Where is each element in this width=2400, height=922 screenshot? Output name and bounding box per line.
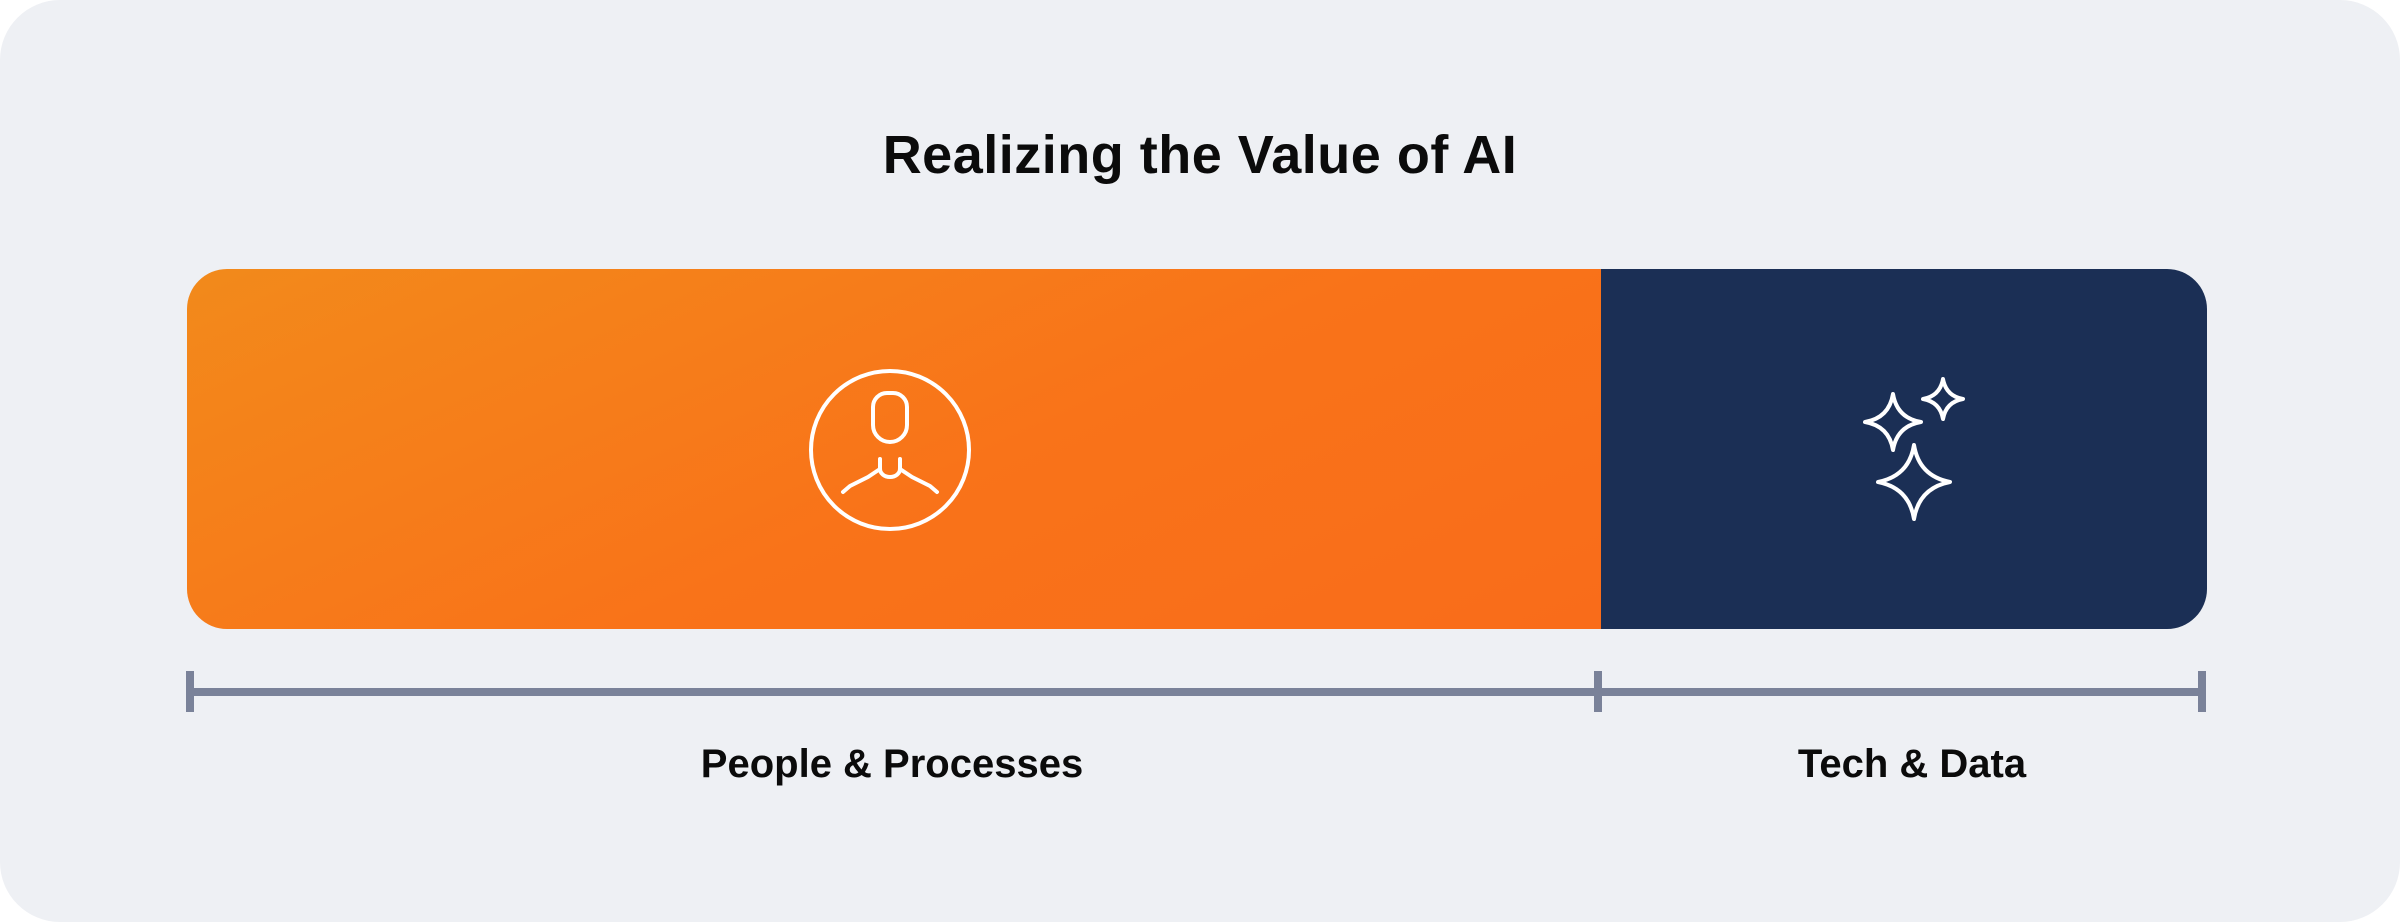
- segment-tech-data: [1601, 269, 2207, 629]
- segment-people-processes: [187, 269, 1601, 629]
- label-people-processes: People & Processes: [700, 742, 1084, 786]
- value-bar: [187, 269, 2207, 629]
- person-icon: [809, 369, 971, 531]
- label-tech-data: Tech & Data: [1797, 742, 2027, 786]
- diagram-title: Realizing the Value of AI: [882, 125, 1518, 185]
- sparkles-icon: [1863, 377, 1965, 521]
